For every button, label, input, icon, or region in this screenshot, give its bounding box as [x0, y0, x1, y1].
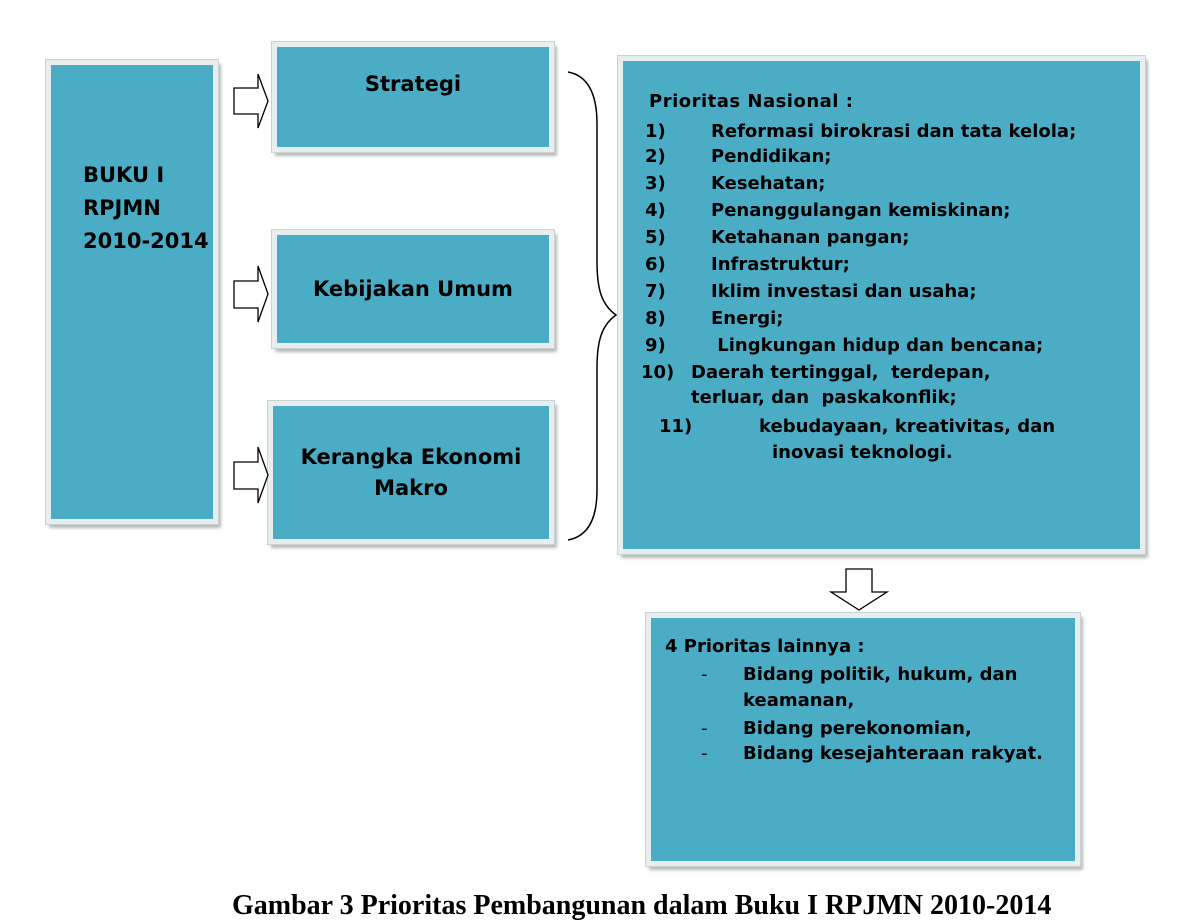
prioritas-lainnya-item-text: keamanan,: [743, 690, 855, 711]
prioritas-item-text: Lingkungan hidup dan bencana;: [711, 335, 1044, 356]
figure-caption: Gambar 3 Prioritas Pembangunan dalam Buk…: [232, 890, 1052, 921]
buku-line-3: 2010-2014: [83, 229, 209, 253]
prioritas-lainnya-box: 4 Prioritas lainnya : - Bidang politik, h…: [645, 612, 1081, 867]
prioritas-item-number: 2): [645, 146, 666, 167]
prioritas-item-text: terluar, dan paskakonflik;: [691, 387, 957, 408]
kebijakan-umum-box: Kebijakan Umum: [271, 229, 555, 349]
bullet-dash: -: [701, 664, 708, 685]
kerangka-line-1: Kerangka Ekonomi: [300, 444, 522, 469]
buku-line-2: RPJMN: [83, 196, 161, 220]
buku-rpjmn-box: BUKU I RPJMN 2010-2014: [45, 59, 219, 525]
kerangka-line-2: Makro: [374, 475, 448, 500]
prioritas-item-number: 9): [645, 335, 666, 356]
prioritas-item-text: Kesehatan;: [711, 173, 826, 194]
prioritas-item-text: Penanggulangan kemiskinan;: [711, 200, 1011, 221]
prioritas-item-text: Infrastruktur;: [711, 254, 850, 275]
kerangka-ekonomi-makro-box: Kerangka Ekonomi Makro: [267, 400, 555, 545]
prioritas-item-text: Iklim investasi dan usaha;: [711, 281, 977, 302]
arrow-to-kerangka-icon: [233, 446, 269, 504]
buku-rpjmn-label: BUKU I RPJMN 2010-2014: [83, 159, 209, 258]
kebijakan-umum-label: Kebijakan Umum: [313, 276, 513, 301]
prioritas-item-number: 11): [659, 416, 693, 437]
prioritas-lainnya-item-text: Bidang perekonomian,: [743, 718, 972, 739]
bullet-dash: -: [701, 718, 708, 739]
strategi-box: Strategi: [271, 41, 555, 153]
prioritas-item-text: Ketahanan pangan;: [711, 227, 910, 248]
prioritas-item-number: 6): [645, 254, 666, 275]
prioritas-item-text: kebudayaan, kreativitas, dan: [759, 416, 1056, 437]
prioritas-item-number: 1): [645, 121, 666, 142]
prioritas-lainnya-item-text: Bidang kesejahteraan rakyat.: [743, 743, 1044, 764]
strategi-label: Strategi: [364, 72, 462, 96]
prioritas-lainnya-title: 4 Prioritas lainnya :: [665, 636, 865, 657]
prioritas-item-number: 7): [645, 281, 666, 302]
prioritas-nasional-title: Prioritas Nasional :: [649, 91, 854, 112]
kerangka-label: Kerangka Ekonomi Makro: [301, 442, 522, 504]
buku-line-1: BUKU I: [83, 163, 165, 187]
prioritas-nasional-box: Prioritas Nasional : 1) Reformasi birokra…: [617, 55, 1146, 555]
arrow-to-strategi-icon: [233, 73, 269, 129]
prioritas-item-text: Pendidikan;: [711, 146, 832, 167]
prioritas-item-text: Reformasi birokrasi dan tata kelola;: [711, 121, 1077, 142]
prioritas-item-text: inovasi teknologi.: [772, 442, 953, 463]
prioritas-item-text: Daerah tertinggal, terdepan,: [691, 362, 991, 383]
prioritas-item-number: 4): [645, 200, 666, 221]
bullet-dash: -: [701, 743, 708, 764]
prioritas-item-text: Energi;: [711, 308, 784, 329]
prioritas-item-number: 10): [641, 362, 675, 383]
prioritas-item-number: 3): [645, 173, 666, 194]
brace-icon: [567, 71, 618, 541]
prioritas-lainnya-item-text: Bidang politik, hukum, dan: [743, 664, 1018, 685]
arrow-to-kebijakan-icon: [233, 265, 269, 323]
arrow-down-icon: [828, 568, 890, 611]
prioritas-item-number: 5): [645, 227, 666, 248]
prioritas-item-number: 8): [645, 308, 666, 329]
